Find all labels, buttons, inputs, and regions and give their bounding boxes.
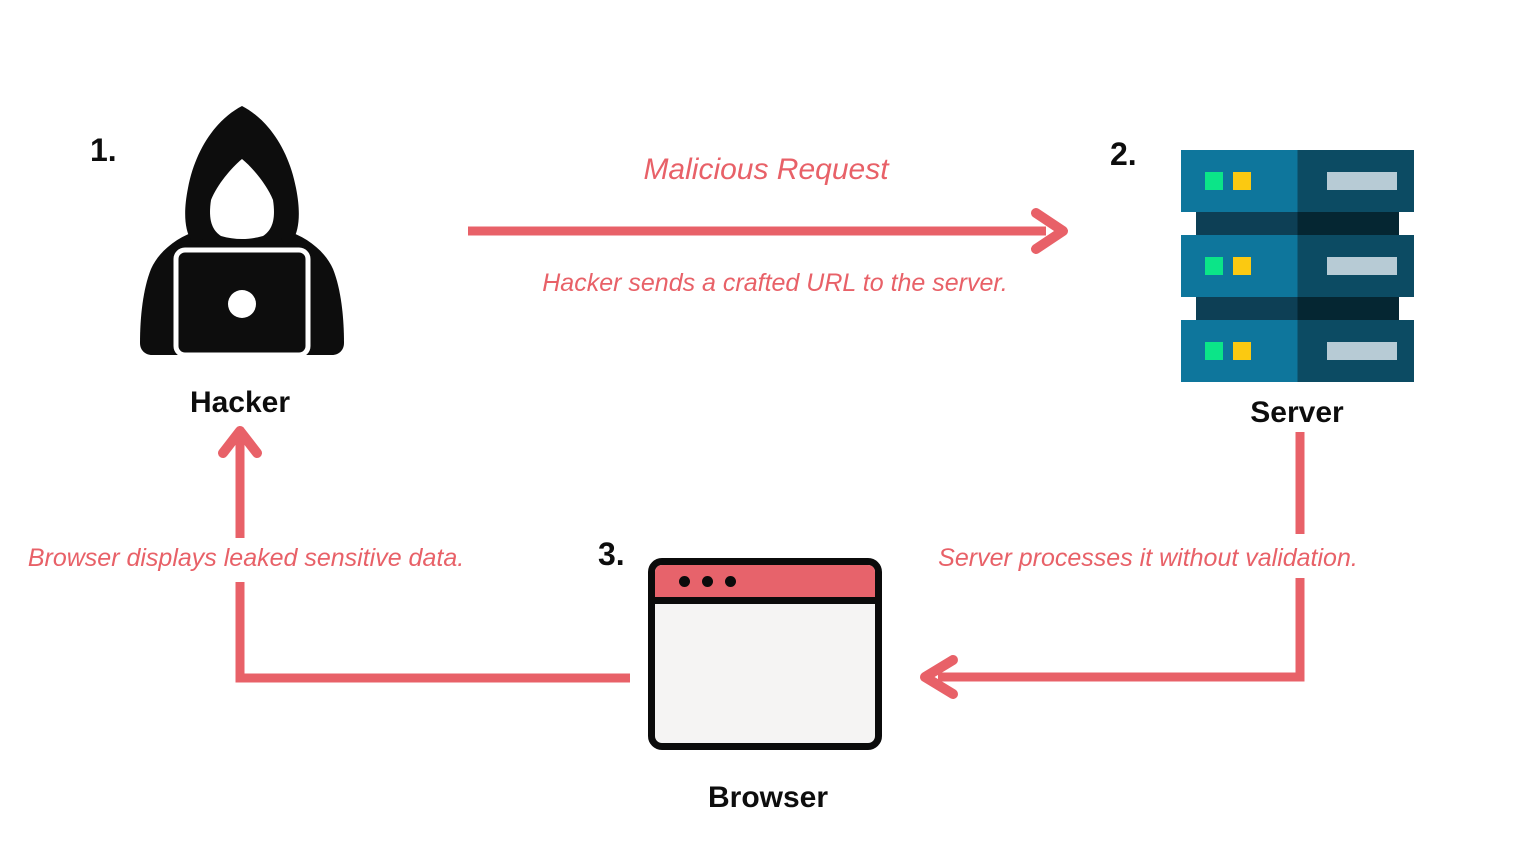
server-label: Server xyxy=(1250,396,1344,429)
browser-window-icon xyxy=(648,558,882,750)
data-leak-caption: Browser displays leaked sensitive data. xyxy=(27,544,465,572)
hacker-label: Hacker xyxy=(189,386,291,419)
hacker-hoodie-laptop-icon xyxy=(140,106,344,358)
server-rack-icon xyxy=(1181,150,1414,382)
window-dot-icon xyxy=(702,575,713,587)
browser-titlebar xyxy=(655,565,875,604)
arrow-hacker-to-server xyxy=(468,208,1068,254)
window-dot-icon xyxy=(679,575,690,587)
step-number-1: 1. xyxy=(90,132,117,168)
window-dot-icon xyxy=(725,575,736,587)
step-number-3: 3. xyxy=(598,536,625,572)
server-processing-caption: Server processes it without validation. xyxy=(938,544,1358,572)
browser-label: Browser xyxy=(707,781,829,814)
malicious-request-caption: Hacker sends a crafted URL to the server… xyxy=(542,269,1008,297)
malicious-request-title: Malicious Request xyxy=(643,153,889,186)
step-number-2: 2. xyxy=(1110,136,1137,172)
